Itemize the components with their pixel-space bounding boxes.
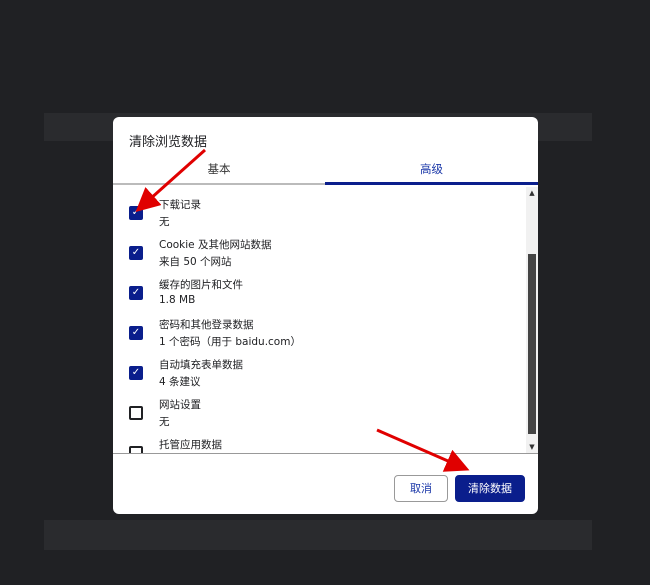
- clear-data-button[interactable]: 清除数据: [455, 475, 525, 502]
- list-item[interactable]: ✓ Cookie 及其他网站数据 来自 50 个网站: [113, 237, 513, 277]
- item-label: 网站设置: [159, 399, 201, 411]
- red-arrow-icon: [376, 428, 470, 472]
- item-detail: 4 条建议: [159, 376, 201, 388]
- item-label: 托管应用数据: [159, 439, 222, 451]
- check-icon: ✓: [131, 247, 141, 258]
- list-item[interactable]: ✓ 自动填充表单数据 4 条建议: [113, 357, 513, 397]
- tab-advanced[interactable]: 高级: [325, 161, 538, 185]
- tab-basic[interactable]: 基本: [113, 161, 325, 185]
- red-arrow-icon: [135, 148, 206, 212]
- list-item[interactable]: 托管应用数据: [113, 437, 513, 453]
- checkbox[interactable]: [129, 446, 143, 453]
- check-icon: ✓: [131, 367, 141, 378]
- data-type-list: ✓ 下载记录 无✓ Cookie 及其他网站数据 来自 50 个网站✓ 缓存的图…: [113, 187, 526, 453]
- check-icon: ✓: [131, 327, 141, 338]
- list-item[interactable]: ✓ 缓存的图片和文件 1.8 MB: [113, 277, 513, 317]
- scrollbar[interactable]: ▲ ▼: [526, 187, 538, 453]
- list-item[interactable]: 网站设置 无: [113, 397, 513, 437]
- checkbox[interactable]: ✓: [129, 326, 143, 340]
- checkbox[interactable]: ✓: [129, 246, 143, 260]
- item-detail: 无: [159, 416, 170, 428]
- checkbox[interactable]: ✓: [129, 286, 143, 300]
- scrollbar-thumb[interactable]: [528, 254, 536, 434]
- check-icon: ✓: [131, 287, 141, 298]
- item-label: Cookie 及其他网站数据: [159, 239, 272, 251]
- background-page: [44, 520, 592, 550]
- checkbox[interactable]: [129, 406, 143, 420]
- item-label: 密码和其他登录数据: [159, 319, 254, 331]
- item-detail: 1.8 MB: [159, 294, 196, 306]
- dialog-title: 清除浏览数据: [129, 135, 208, 150]
- list-item[interactable]: ✓ 密码和其他登录数据 1 个密码（用于 baidu.com）: [113, 317, 513, 357]
- check-icon: ✓: [131, 207, 141, 218]
- item-detail: 来自 50 个网站: [159, 256, 232, 268]
- clear-browsing-data-dialog: 清除浏览数据 基本 高级 ✓ 下载记录 无 ✓ Cookie 及其他网站数据 来自…: [113, 117, 538, 514]
- cancel-button[interactable]: 取消: [394, 475, 448, 502]
- item-detail: 无: [159, 216, 170, 228]
- scroll-down-icon[interactable]: ▼: [529, 443, 535, 451]
- item-label: 缓存的图片和文件: [159, 279, 243, 291]
- item-label: 下载记录: [159, 199, 201, 211]
- item-detail: 1 个密码（用于 baidu.com）: [159, 336, 301, 348]
- item-label: 自动填充表单数据: [159, 359, 243, 371]
- scroll-up-icon[interactable]: ▲: [529, 189, 535, 197]
- divider: [113, 453, 538, 454]
- checkbox[interactable]: ✓: [129, 366, 143, 380]
